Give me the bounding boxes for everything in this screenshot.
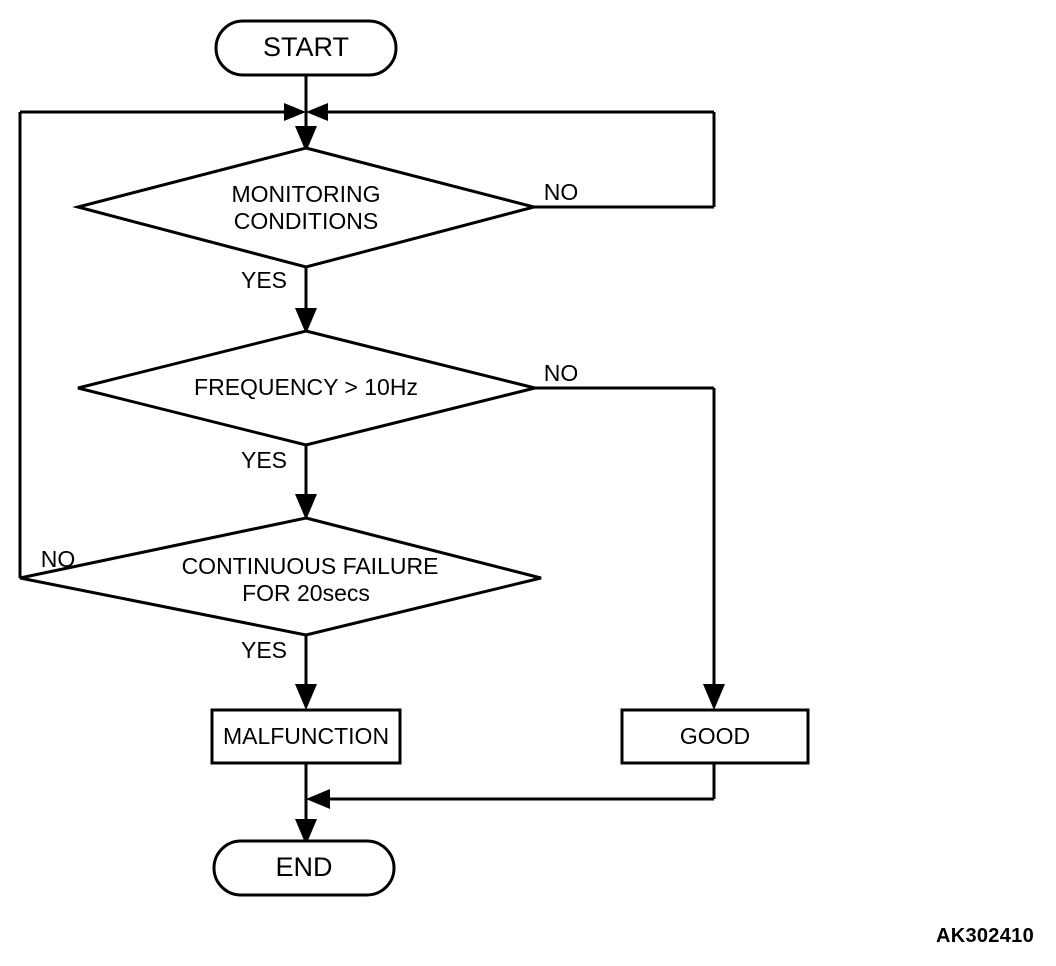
arrowhead-loopback-right — [306, 103, 328, 121]
edge-label-decision1-yes: YES — [241, 267, 287, 293]
node-decision-continuous-failure: CONTINUOUS FAILURE FOR 20secs — [19, 516, 542, 637]
node-start: START — [214, 19, 398, 77]
edge-label-decision2-yes: YES — [241, 447, 287, 473]
decision1-label-line1: MONITORING — [231, 181, 380, 207]
arrowhead-to-decision3 — [295, 494, 317, 520]
malfunction-shape — [210, 708, 402, 765]
end-label: END — [275, 852, 332, 882]
arrowhead-to-good — [703, 684, 725, 710]
decision2-label-line1: FREQUENCY > 10Hz — [194, 374, 418, 400]
node-decision-monitoring-conditions: MONITORING CONDITIONS — [72, 146, 540, 269]
node-decision-frequency: FREQUENCY > 10Hz — [77, 329, 536, 447]
node-end: END — [212, 839, 396, 897]
decision1-label-line2: CONDITIONS — [234, 208, 378, 234]
edge-label-decision1-no: NO — [544, 179, 579, 205]
node-good: GOOD — [620, 708, 810, 765]
reference-code: AK302410 — [935, 925, 1034, 947]
malfunction-label: MALFUNCTION — [223, 723, 389, 749]
arrowhead-to-malfunction — [295, 684, 317, 710]
node-malfunction: MALFUNCTION — [210, 708, 402, 765]
edge-label-decision3-yes: YES — [241, 637, 287, 663]
arrowhead-to-decision1 — [295, 126, 317, 152]
start-label: START — [263, 32, 349, 62]
arrowhead-merge-into-end-line — [306, 789, 330, 809]
good-shape — [620, 708, 810, 765]
decision3-label-line1: CONTINUOUS FAILURE — [182, 553, 439, 579]
arrowhead-to-end — [295, 819, 317, 845]
decision3-label-line2: FOR 20secs — [242, 580, 370, 606]
arrowhead-loopback-left — [284, 103, 306, 121]
good-label: GOOD — [680, 723, 750, 749]
edge-label-decision2-no: NO — [544, 360, 579, 386]
edge-label-decision3-no: NO — [41, 546, 76, 572]
end-shape — [212, 839, 396, 897]
arrowhead-to-decision2 — [295, 308, 317, 334]
